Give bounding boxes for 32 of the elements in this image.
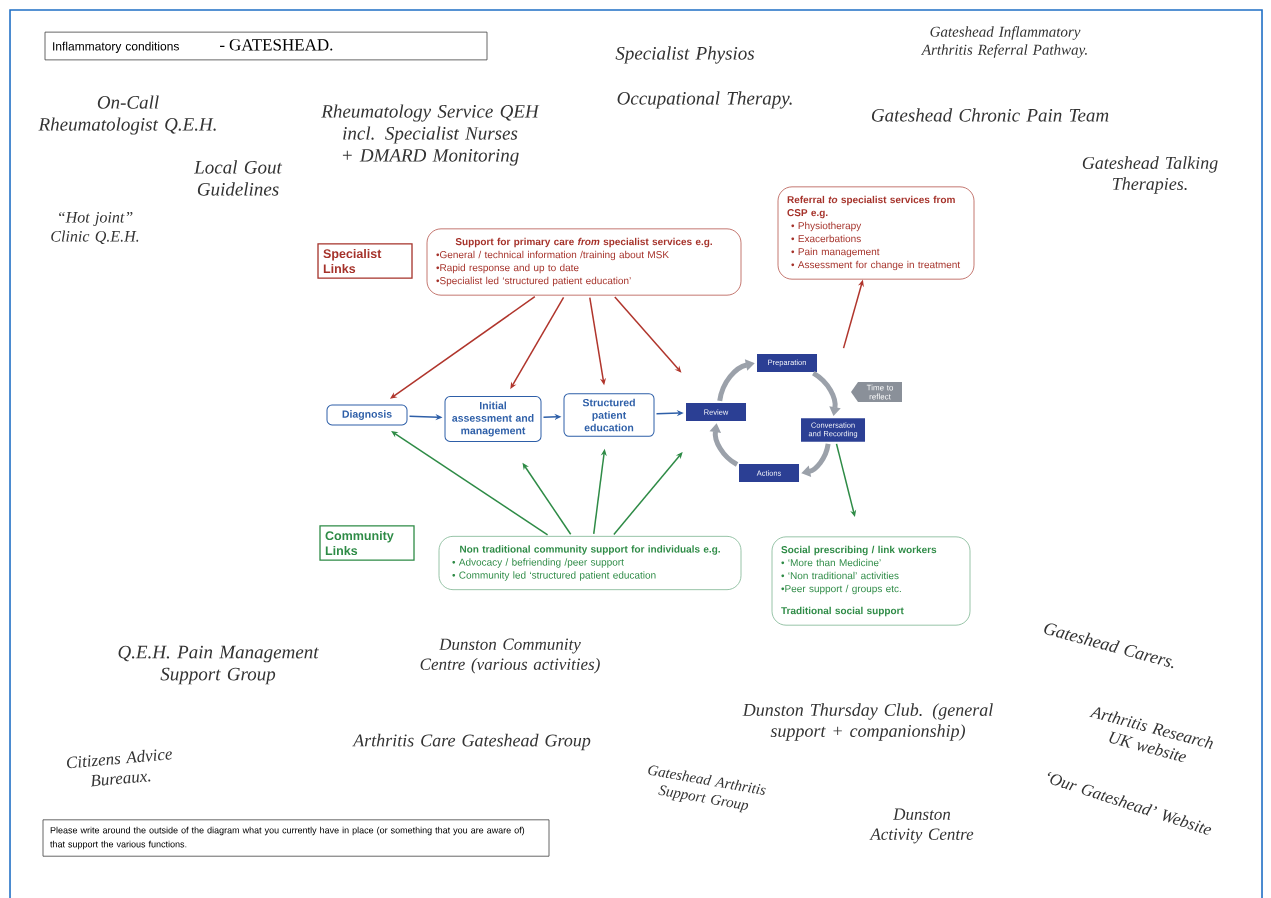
handwritten-note: “Hot joint” Clinic Q.E.H. <box>51 211 139 245</box>
section-label-box: Specialist Links <box>317 243 413 279</box>
info-box: Support for primary care from specialist services e.g. •General / technical information /training about MSK •Rapid response and up to date •Specialist led ‘structured patient education’ <box>426 228 742 296</box>
handwritten-note: Dunston Thursday Club. (general support + companionship) <box>742 703 993 741</box>
handwritten-note: Occupational Therapy. <box>617 91 792 109</box>
section-label-box: Community Links <box>319 525 415 561</box>
handwritten-note: Gateshead Carers. <box>1044 623 1174 669</box>
arrow <box>614 296 682 373</box>
info-box: Non traditional community support for individuals e.g. • Advocacy / befriending /peer support • Community led ‘structured patient education <box>438 535 742 591</box>
handwritten-note: Arthritis Research UK website <box>1089 707 1213 762</box>
handwritten-note: Dunston Community Centre (various activities) <box>420 638 600 674</box>
arrow <box>811 371 841 416</box>
handwritten-note: Q.E.H. Pain Management Support Group <box>118 645 319 685</box>
handwritten-note: Gateshead Inflammatory Arthritis Referral Pathway. <box>921 26 1087 58</box>
handwritten-note: Dunston Activity Centre <box>869 808 974 844</box>
handwritten-note: Gateshead Talking Therapies. <box>1082 156 1218 194</box>
handwritten-note: Gateshead Chronic Pain Team <box>871 108 1109 122</box>
callout-tag: Time to reflect <box>851 382 902 402</box>
handwritten-note: Gateshead Arthritis Support Group <box>648 765 766 813</box>
info-box: Social prescribing / link workers • ‘More than Medicine’ • ‘Non traditional’ activities •Peer support / groups etc. Traditional social support <box>771 536 971 626</box>
instruction-box: Please write around the outside of the diagram what you currently have in place (or something that you are aware of) that support the various functions. <box>42 819 550 857</box>
process-box: Initial assessment and management <box>444 396 542 442</box>
handwritten-note: Specialist Physios <box>615 46 755 64</box>
process-box: Diagnosis <box>326 404 408 426</box>
title-box: Inflammatory conditions - GATESHEAD. <box>44 31 488 61</box>
handwritten-note: Local Gout Guidelines <box>194 160 283 196</box>
handwritten-note: On-Call Rheumatologist Q.E.H. <box>38 95 216 135</box>
handwritten-note: Rheumatology Service QEH incl. Specialist Nurses + DMARD Monitoring <box>321 104 540 166</box>
handwritten-note: Citizens Advice Bureaux. <box>67 749 172 787</box>
handwritten-note: Arthritis Care Gateshead Group <box>352 733 591 751</box>
process-box: Structured patient education <box>563 393 655 437</box>
info-box: Referral to specialist services from CSP e.g. • Physiotherapy • Exacerbations • Pain management • Assessment for change in treatment <box>777 186 975 280</box>
